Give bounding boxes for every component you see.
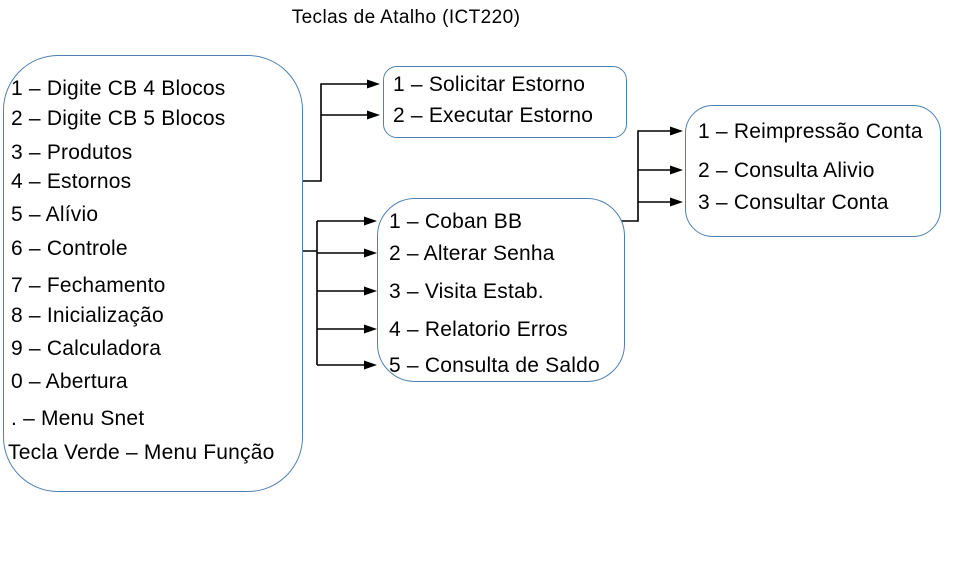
menu-item: 3 – Produtos — [11, 141, 133, 164]
menu-item: 8 – Inicialização — [11, 304, 164, 327]
diagram-title: Teclas de Atalho (ICT220) — [291, 7, 521, 28]
estornos-submenu-box: 1 – Solicitar Estorno 2 – Executar Estor… — [383, 66, 627, 138]
arrow-right-icon — [364, 248, 377, 258]
arrow-right-icon — [364, 324, 377, 334]
menu-item: 5 – Alívio — [11, 203, 99, 226]
arrow-right-icon — [367, 79, 380, 89]
menu-item: 0 – Abertura — [11, 370, 128, 393]
menu-item: 6 – Controle — [11, 237, 128, 260]
menu-item: 7 – Fechamento — [11, 274, 166, 297]
menu-item: 2 – Consulta Alivio — [698, 159, 875, 182]
controle-submenu-box: 1 – Coban BB 2 – Alterar Senha 3 – Visit… — [377, 198, 625, 382]
arrow-right-icon — [670, 165, 683, 175]
arrow-right-icon — [367, 110, 380, 120]
menu-item: 2 – Alterar Senha — [389, 242, 555, 265]
arrow-right-icon — [364, 360, 377, 370]
menu-item: Tecla Verde – Menu Função — [8, 441, 275, 464]
arrow-right-icon — [364, 216, 377, 226]
menu-item: 2 – Executar Estorno — [393, 104, 594, 127]
menu-item: . – Menu Snet — [11, 407, 145, 430]
menu-item: 4 – Relatorio Erros — [389, 318, 568, 341]
arrow-right-icon — [670, 197, 683, 207]
main-menu-box: 1 – Digite CB 4 Blocos 2 – Digite CB 5 B… — [3, 55, 303, 492]
menu-item: 1 – Digite CB 4 Blocos — [11, 77, 226, 100]
menu-item: 3 – Visita Estab. — [389, 280, 544, 303]
menu-item: 3 – Consultar Conta — [698, 191, 889, 214]
arrow-right-icon — [364, 286, 377, 296]
menu-item: 4 – Estornos — [11, 170, 132, 193]
menu-item: 1 – Reimpressão Conta — [698, 120, 923, 143]
menu-item: 9 – Calculadora — [11, 337, 162, 360]
menu-item: 1 – Coban BB — [389, 210, 523, 233]
arrow-right-icon — [670, 126, 683, 136]
menu-item: 5 – Consulta de Saldo — [389, 354, 600, 377]
menu-item: 1 – Solicitar Estorno — [393, 73, 586, 96]
menu-item: 2 – Digite CB 5 Blocos — [11, 107, 226, 130]
coban-submenu-box: 1 – Reimpressão Conta 2 – Consulta Alivi… — [685, 105, 941, 237]
